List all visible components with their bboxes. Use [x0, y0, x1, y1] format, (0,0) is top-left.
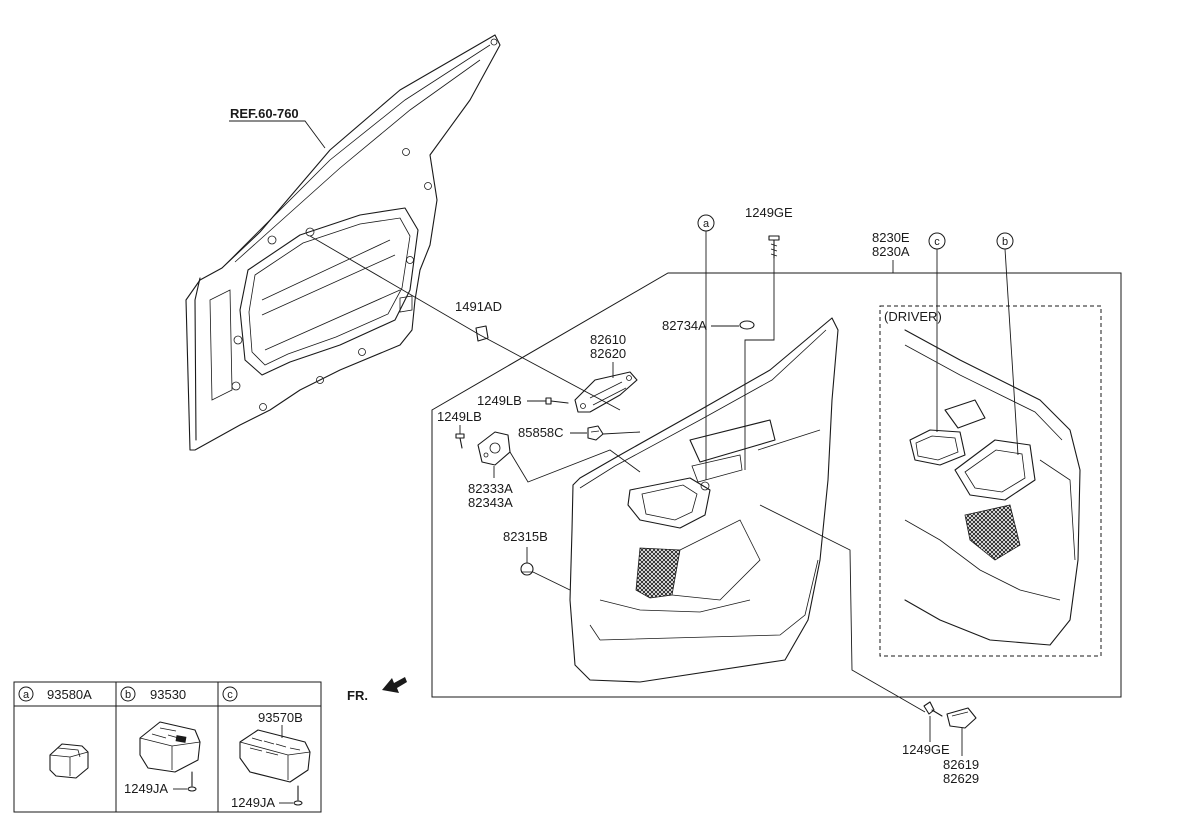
cap-82734A — [739, 320, 755, 330]
screw-bottom-leader — [759, 504, 926, 713]
label-82734A: 82734A — [662, 318, 707, 333]
switch-93580A — [49, 743, 89, 779]
clip-82315B-to-trim — [532, 571, 571, 591]
label-82315B: 82315B — [503, 529, 548, 544]
clip-85858C — [587, 425, 604, 441]
clip-1491AD — [475, 325, 489, 342]
screw-1249LB-upper — [545, 397, 569, 405]
label-1249LB-left: 1249LB — [437, 409, 482, 424]
handle-bracket-82333A — [477, 431, 511, 466]
callout-b-leader — [1004, 248, 1019, 456]
label-82343A: 82343A — [468, 495, 513, 510]
front-arrow-icon — [382, 677, 407, 693]
front-direction-label: FR. — [347, 688, 368, 703]
clip-82315B — [520, 562, 534, 576]
cover-82619 — [946, 707, 977, 729]
switch-93530 — [139, 721, 201, 773]
label-driver: (DRIVER) — [884, 309, 942, 324]
driver-door-trim — [904, 329, 1081, 646]
legend-b-letter: b — [125, 689, 131, 701]
screw-1249GE-bottom — [923, 701, 943, 717]
callout-c-letter: c — [934, 236, 940, 248]
ref-label: REF.60-760 — [230, 106, 299, 121]
driver-detail-box — [879, 305, 1102, 657]
door-inner-frame — [185, 34, 501, 451]
label-82619: 82619 — [943, 757, 979, 772]
assembly-frame — [431, 272, 1122, 698]
screw-1249GE-top — [768, 235, 780, 259]
label-1249GE-bottom: 1249GE — [902, 742, 950, 757]
door-trim-panel — [569, 317, 839, 683]
label-1249LB-upper: 1249LB — [477, 393, 522, 408]
legend-c-letter: c — [227, 689, 233, 701]
label-82629: 82629 — [943, 771, 979, 786]
legend-b-circle — [120, 686, 136, 702]
legend-a-letter: a — [23, 689, 30, 701]
legend-a-circle — [18, 686, 34, 702]
legend-c-screw: 1249JA — [231, 795, 275, 810]
label-8230E: 8230E — [872, 230, 910, 245]
legend-a-part: 93580A — [47, 687, 92, 702]
inside-handle-82610 — [574, 371, 638, 413]
label-8230A: 8230A — [872, 244, 910, 259]
label-82610: 82610 — [590, 332, 626, 347]
screw-top-leader — [744, 258, 775, 470]
label-1249GE-top: 1249GE — [745, 205, 793, 220]
label-1491AD: 1491AD — [455, 299, 502, 314]
label-82620: 82620 — [590, 346, 626, 361]
callout-a-letter: a — [703, 218, 710, 230]
ref-leader — [229, 120, 326, 149]
legend-b-part: 93530 — [150, 687, 186, 702]
switch-93570B — [239, 729, 311, 783]
legend-c-circle — [222, 686, 238, 702]
screw-1249LB-left — [455, 433, 465, 449]
legend-b-screw: 1249JA — [124, 781, 168, 796]
legend-table — [13, 681, 322, 813]
clip-to-trim-leader — [602, 431, 641, 435]
screw-1249JA-b — [187, 771, 197, 792]
legend-c-part: 93570B — [258, 710, 303, 725]
frame-to-trim-leader — [309, 235, 621, 411]
label-85858C: 85858C — [518, 425, 564, 440]
screw-1249JA-c — [293, 785, 303, 806]
label-82333A: 82333A — [468, 481, 513, 496]
callout-b-letter: b — [1002, 236, 1008, 248]
